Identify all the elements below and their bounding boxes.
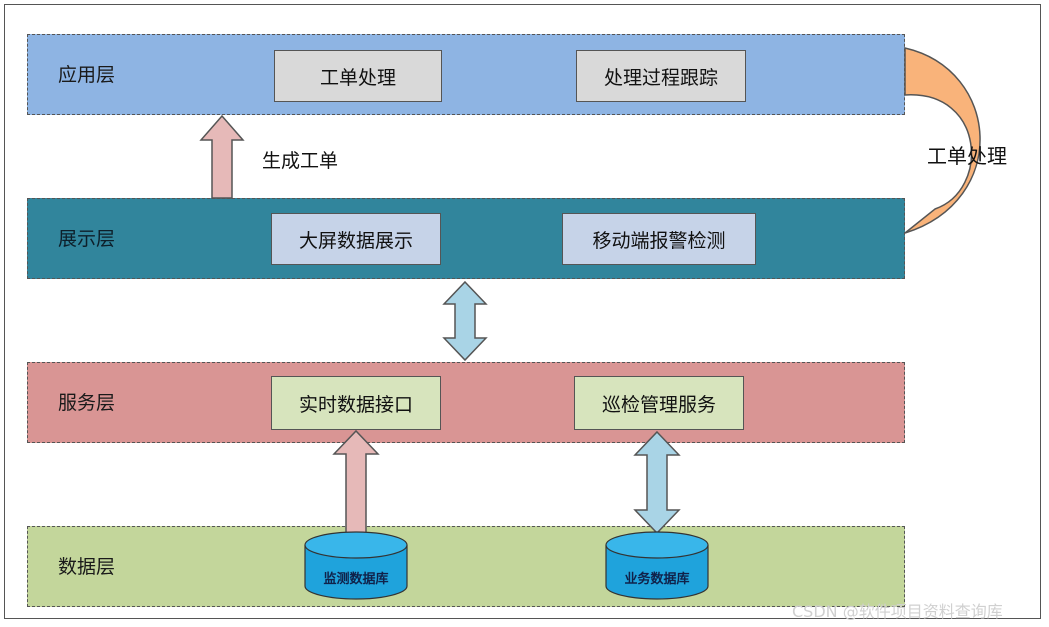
database-business-label-wrap: 业务数据库 (606, 568, 708, 588)
box-inspection-service: 巡检管理服务 (574, 376, 744, 430)
database-business (605, 531, 709, 600)
box-realtime-data-api: 实时数据接口 (271, 376, 441, 430)
arrow-business-db (633, 430, 681, 535)
database-monitoring (304, 531, 408, 600)
database-monitoring-label: 监测数据库 (323, 572, 389, 587)
watermark: CSDN @软件项目资料查询库 (792, 602, 1003, 621)
layer-presentation: 展示层 (27, 198, 905, 279)
arrow-generate-order (199, 114, 245, 199)
database-monitoring-label-wrap: 监测数据库 (305, 568, 407, 588)
box-process-tracking: 处理过程跟踪 (576, 50, 746, 102)
box-work-order-processing: 工单处理 (274, 50, 442, 102)
layer-label-data: 数据层 (58, 556, 116, 578)
label-generate-order: 生成工单 (262, 150, 339, 172)
box-mobile-alarm-detection: 移动端报警检测 (562, 213, 756, 265)
layer-service: 服务层 (27, 362, 905, 443)
box-big-screen-display: 大屏数据展示 (271, 213, 441, 265)
side-curve-arrow (904, 47, 981, 234)
arrow-display-service (442, 280, 488, 362)
diagram-frame (4, 4, 1041, 619)
layer-label-service: 服务层 (58, 392, 116, 414)
label-side-work-order: 工单处理 (927, 144, 1007, 168)
layer-label-application: 应用层 (58, 64, 116, 86)
arrow-monitor-db (332, 429, 380, 534)
database-business-label: 业务数据库 (624, 572, 690, 587)
layer-application: 应用层 (27, 34, 905, 115)
layer-data: 数据层 (27, 526, 905, 607)
layer-label-presentation: 展示层 (58, 228, 116, 250)
